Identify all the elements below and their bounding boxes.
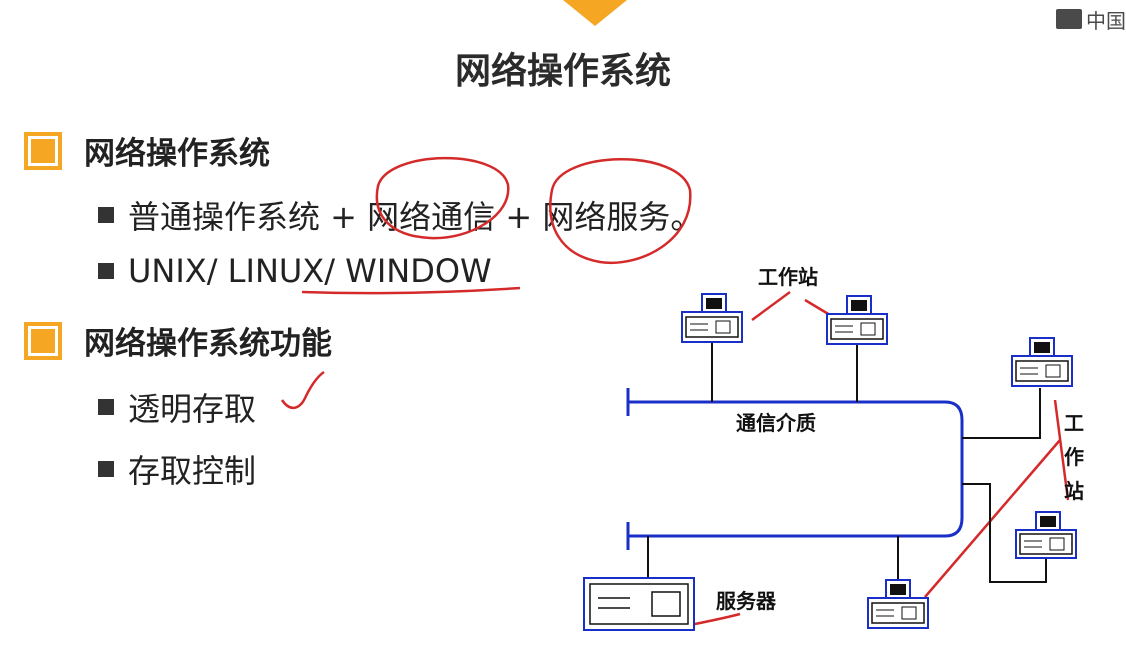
logo-text: 中国 [1086, 8, 1126, 33]
workstation [1015, 511, 1077, 559]
section-title: 网络操作系统功能 [84, 326, 332, 362]
label-workstation-top: 工作站 [758, 265, 818, 289]
annotation-circle-network-comm [375, 156, 510, 240]
label-workstation-right-3: 站 [1064, 479, 1084, 503]
annotation-pointer-right [924, 399, 1070, 598]
annotation-checkmark [280, 370, 325, 409]
section-heading-2: 网络操作系统功能 [24, 318, 332, 363]
workstation [826, 295, 888, 345]
bullet-item: 透明存取 [98, 384, 256, 430]
annotation-underline [301, 286, 521, 295]
server [583, 577, 695, 631]
bullet-text: 普通操作系统 + 网络通信 + 网络服务。 [128, 198, 703, 236]
label-communication-medium: 通信介质 [736, 411, 816, 435]
label-workstation-right-1: 工 [1064, 411, 1084, 435]
bullet-square-icon [98, 207, 114, 223]
label-workstation-right-2: 作 [1064, 445, 1084, 469]
section-heading-1: 网络操作系统 [24, 128, 270, 173]
annotation-marks [280, 156, 1070, 627]
section-title: 网络操作系统 [84, 136, 270, 172]
annotation-pointer-server [689, 612, 741, 627]
workstation [1011, 337, 1073, 387]
drop-lines [647, 343, 1047, 600]
bullet-text: 透明存取 [128, 390, 257, 428]
slide-title: 网络操作系统 [454, 51, 671, 92]
bullet-square-icon [98, 399, 114, 415]
orange-square-icon [24, 321, 62, 360]
label-server: 服务器 [716, 589, 777, 613]
workstation [681, 293, 743, 343]
bullet-square-icon [98, 263, 114, 279]
bullet-text: UNIX/ LINUX/ WINDOW [128, 252, 492, 290]
logo: 中国 [1056, 4, 1126, 34]
annotation-circle-network-service [549, 158, 692, 265]
bullet-item: UNIX/ LINUX/ WINDOW [98, 252, 492, 290]
network-medium [626, 388, 964, 550]
top-arrow-decoration [563, 0, 627, 26]
annotation-pointer-top [751, 290, 831, 322]
bullet-text: 存取控制 [128, 452, 257, 490]
drop-line [962, 388, 1041, 439]
bullet-item: 普通操作系统 + 网络通信 + 网络服务。 [98, 192, 702, 238]
bus-line [628, 400, 964, 538]
orange-square-icon [24, 131, 62, 170]
bullet-square-icon [98, 461, 114, 477]
drop-line [962, 483, 1047, 583]
book-icon [1056, 9, 1082, 29]
workstation [867, 579, 929, 629]
bullet-item: 存取控制 [98, 446, 256, 492]
